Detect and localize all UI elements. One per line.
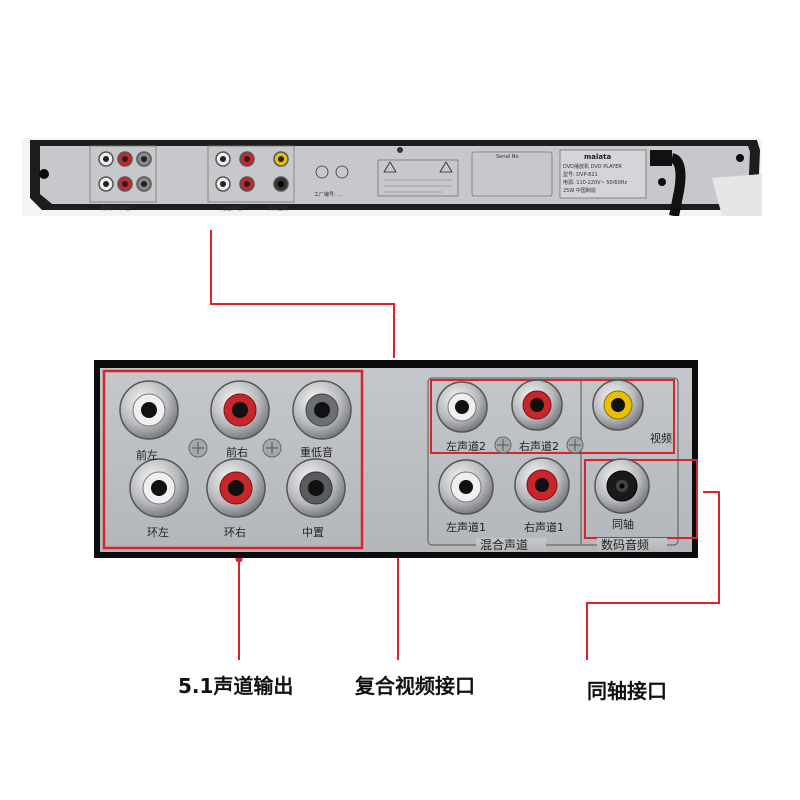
rear-label-51: 数码5.1声道 <box>102 205 130 212</box>
rear-panel-photo: 数码5.1声道 混合声道 数码音频 工厂编号: ... Serial No ma… <box>22 138 762 216</box>
jack-center <box>286 458 346 518</box>
spec-line-3: 电源: 110-220V~ 50/60Hz <box>563 179 628 186</box>
group-title-mix: 混合声道 <box>480 537 528 552</box>
jack-left-1 <box>438 459 494 515</box>
group-title-digital: 数码音频 <box>601 537 649 552</box>
caption-coaxial: 同轴接口 <box>587 679 667 703</box>
label-surround-right: 环右 <box>224 525 246 539</box>
jack-left-2 <box>436 381 488 433</box>
rear-label-digital: 数码音频 <box>268 205 288 212</box>
rear-51-jacks <box>98 151 152 192</box>
label-center: 中置 <box>302 526 324 539</box>
label-surround-left: 环左 <box>147 526 169 539</box>
rear-label-mix: 混合声道 <box>222 205 242 212</box>
label-front-left: 前左 <box>136 448 158 462</box>
serial-label: Serial No <box>496 154 519 160</box>
caption-composite-video: 复合视频接口 <box>355 674 475 698</box>
spec-line-2: 型号: DVP-821 <box>563 171 598 178</box>
closeup-panel: 前左 前右 重低音 环左 环右 中置 <box>94 360 698 558</box>
closeup-drawing: 前左 前右 重低音 环左 环右 中置 <box>100 368 698 552</box>
label-coaxial: 同轴 <box>612 517 634 531</box>
spec-line-4: 25W 中国制造 <box>563 187 596 194</box>
rear-panel-drawing: 数码5.1声道 混合声道 数码音频 工厂编号: ... Serial No ma… <box>30 140 762 216</box>
label-subwoofer: 重低音 <box>300 445 333 459</box>
label-left-1: 左声道1 <box>446 520 486 534</box>
spec-line-1: DVD播放机 DVD PLAYER <box>563 163 622 170</box>
label-left-2: 左声道2 <box>446 439 486 453</box>
jack-subwoofer <box>292 380 352 440</box>
jack-front-right <box>210 380 270 440</box>
jack-surround-right <box>206 458 266 518</box>
brand-logo: malata <box>584 153 611 161</box>
jack-surround-left <box>129 458 189 518</box>
label-front-right: 前右 <box>226 445 248 459</box>
jack-coaxial <box>594 458 650 514</box>
jack-video <box>592 379 644 431</box>
jack-right-2 <box>511 379 563 431</box>
label-video: 视频 <box>650 431 672 445</box>
label-right-1: 右声道1 <box>524 520 564 534</box>
jack-front-left <box>119 380 179 440</box>
rear-mix-jacks <box>215 151 289 192</box>
label-right-2: 右声道2 <box>519 439 559 453</box>
caption-51-output: 5.1声道输出 <box>178 674 294 698</box>
factory-number: 工厂编号: ... <box>314 191 342 198</box>
jack-right-1 <box>514 457 570 513</box>
